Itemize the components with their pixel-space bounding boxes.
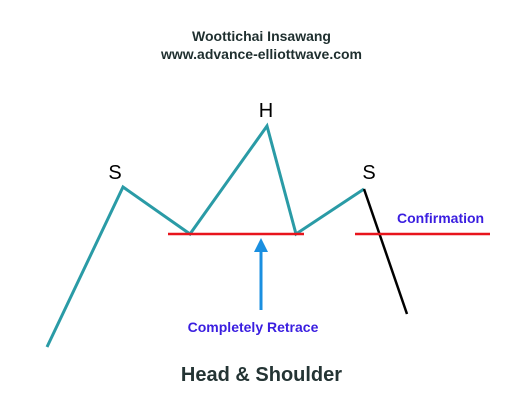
confirmation-label: Confirmation [397,210,484,226]
author-name: Woottichai Insawang [192,28,331,44]
breakdown-line [362,188,409,315]
price-path [45,122,365,348]
website-url: www.advance-elliottwave.com [161,46,362,62]
left-shoulder-label: S [108,162,121,184]
head-label: H [259,100,273,122]
right-shoulder-label: S [362,162,375,184]
diagram-caption: Head & Shoulder [180,364,343,386]
retrace-arrow-head [254,238,268,252]
completely-retrace-label: Completely Retrace [188,319,319,335]
